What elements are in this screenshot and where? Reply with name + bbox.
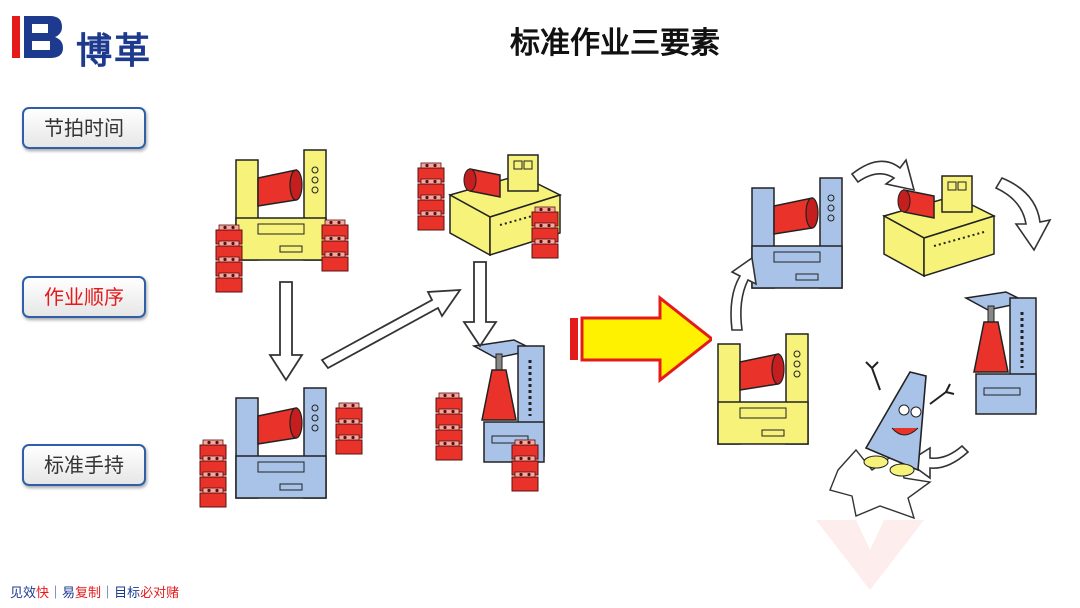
brand-mark-icon — [12, 16, 63, 58]
footer-part-highlight: 快 — [36, 586, 50, 601]
footer-part-highlight: 必对赌 — [140, 586, 180, 601]
happy-operator-icon — [829, 361, 955, 520]
footer-part: ｜易 — [49, 586, 76, 601]
sidebar-item-standard-wip[interactable]: 标准手持 — [22, 444, 146, 486]
sidebar-item-work-sequence[interactable]: 作业顺序 — [22, 276, 146, 318]
transition-arrow — [570, 294, 715, 384]
brand-name: 博革 — [76, 31, 153, 72]
page-title: 标准作业三要素 — [510, 26, 720, 61]
footer-slogan: 见效快｜易复制｜目标必对赌 — [10, 582, 179, 601]
sidebar-item-takt-time[interactable]: 节拍时间 — [22, 107, 146, 149]
brand-logo: 博革 — [10, 12, 180, 72]
footer-part: ｜目标 — [101, 586, 141, 601]
footer-part-highlight: 复制 — [75, 586, 102, 601]
footer-part: 见效 — [10, 586, 37, 601]
